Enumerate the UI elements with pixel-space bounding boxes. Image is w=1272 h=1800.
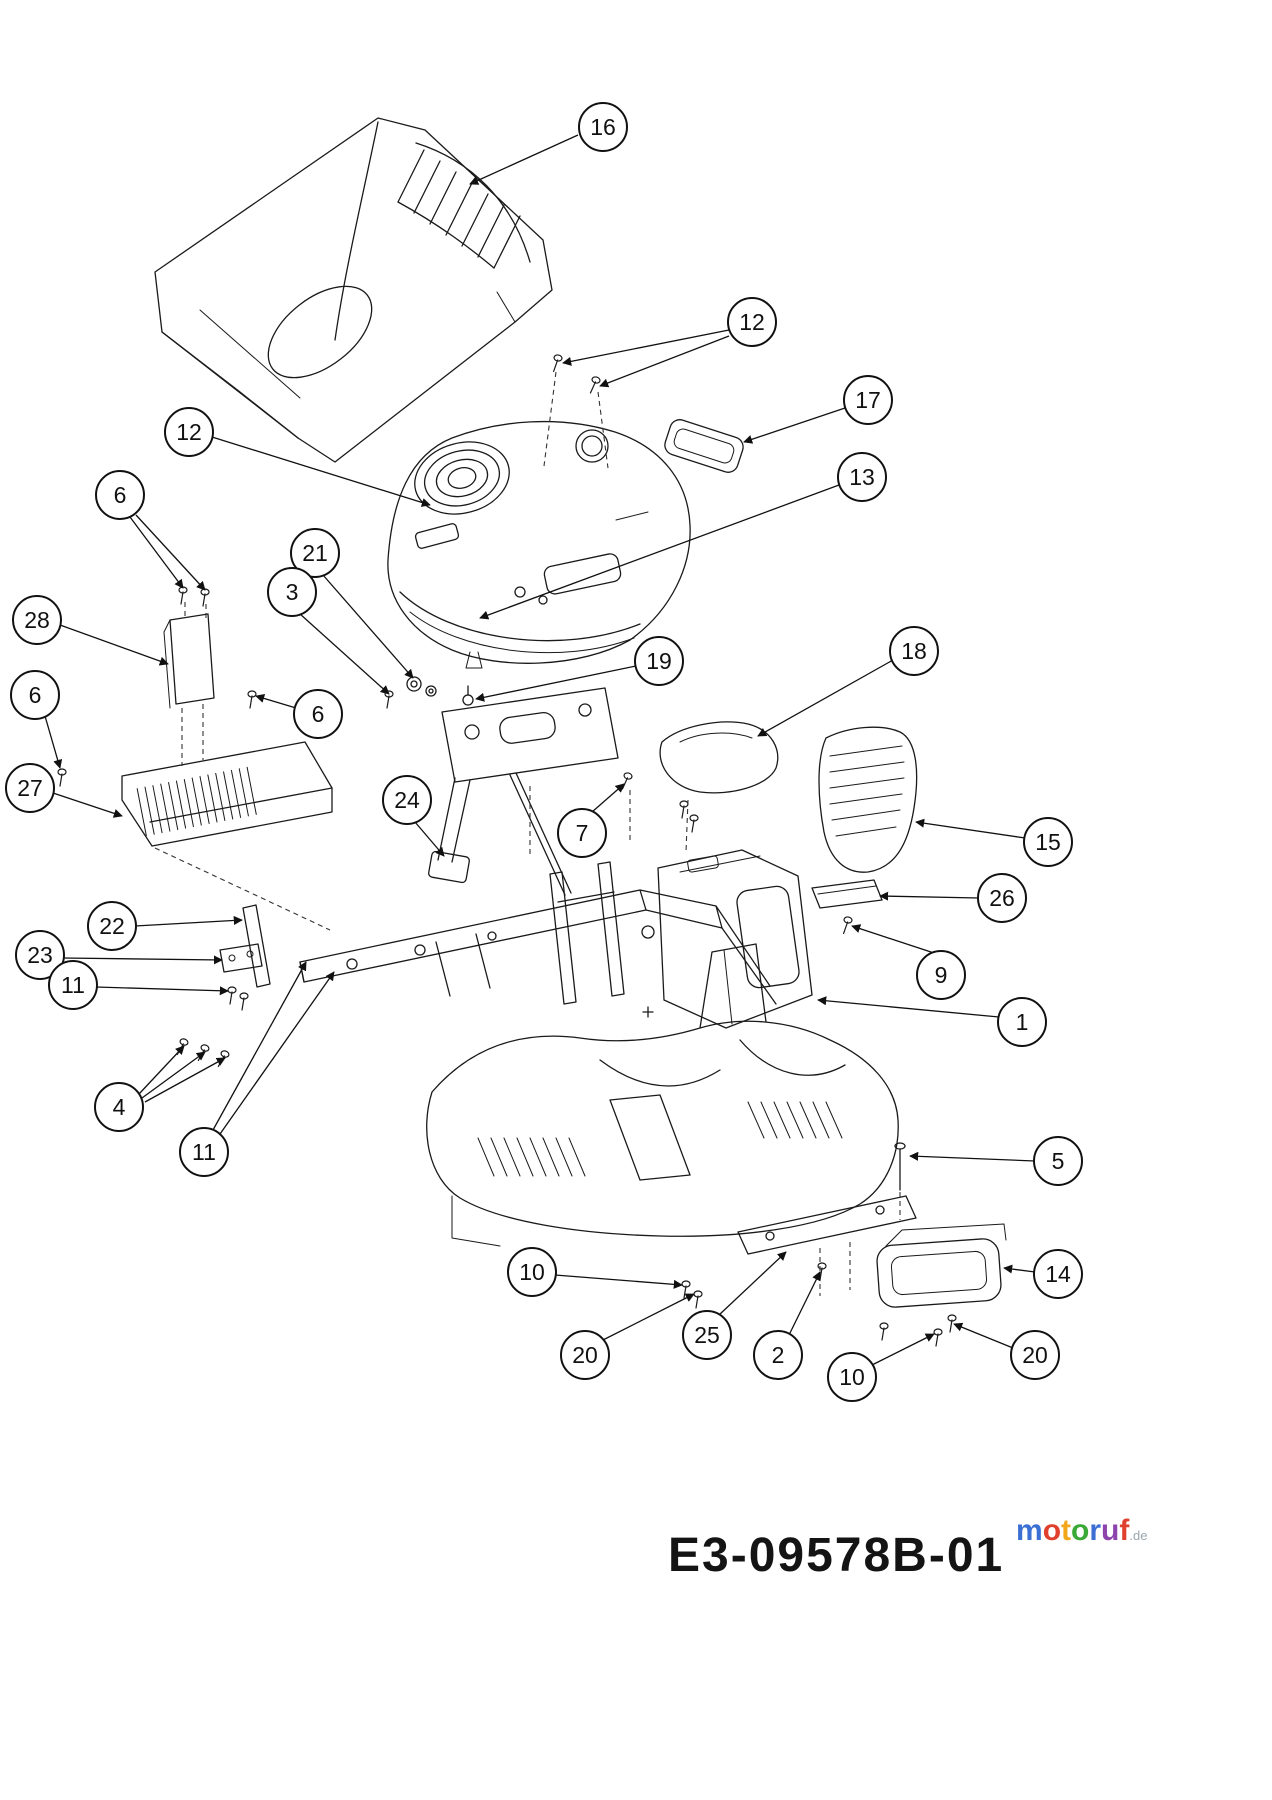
callout-17: 17 [843,375,893,425]
callout-13: 13 [837,452,887,502]
small-panel-part [664,419,744,473]
leader-line-18 [757,659,894,737]
watermark-letter: u [1101,1514,1120,1547]
callout-12: 12 [164,407,214,457]
callout-28: 28 [12,595,62,645]
watermark-letter: r [1089,1514,1102,1547]
leader-line-4 [141,1051,206,1099]
leader-lines [44,134,1036,1366]
callout-20: 20 [1010,1330,1060,1380]
console-part [657,849,813,1029]
part-number: E3-09578B-01 [668,1529,1005,1582]
leader-line-22 [134,915,243,927]
watermark-letter: o [1071,1514,1090,1547]
callout-15: 15 [1023,817,1073,867]
watermark-letter: t [1061,1514,1072,1547]
callout-5: 5 [1033,1136,1083,1186]
leader-line-6 [135,514,206,591]
callout-6: 6 [293,689,343,739]
leader-line-15 [915,818,1026,839]
watermark-letter: f [1119,1514,1130,1547]
bumper-part [876,1223,1007,1347]
leader-line-24 [414,821,445,857]
callout-1: 1 [997,997,1047,1047]
tank-dash-part [387,420,691,669]
watermark-letter: o [1042,1514,1062,1547]
callout-18: 18 [889,626,939,676]
frame-part [174,861,777,1070]
callout-24: 24 [382,775,432,825]
leader-line-9 [851,924,935,954]
callout-3: 3 [267,567,317,617]
callout-2: 2 [753,1330,803,1380]
leader-line-26 [879,891,980,901]
leader-line-6 [44,715,63,769]
callout-6: 6 [10,670,60,720]
callout-16: 16 [578,102,628,152]
leader-line-13 [479,484,840,620]
leader-line-27 [52,792,123,818]
callout-23: 23 [15,930,65,980]
leader-line-6 [129,516,184,589]
leader-line-28 [59,624,169,666]
leader-line-3 [299,613,390,695]
watermark-letters: motoruf [1016,1514,1129,1547]
watermark-suffix: .de [1129,1528,1148,1543]
leader-line-11 [219,971,335,1135]
seat-plate-part [428,685,619,896]
leader-line-20 [602,1293,695,1341]
lower-bracket-part [681,1142,917,1309]
leader-line-10 [871,1333,935,1366]
leader-line-10 [554,1274,683,1289]
leader-line-19 [475,665,637,702]
callout-10: 10 [827,1352,877,1402]
callout-20: 20 [560,1330,610,1380]
leader-line-6 [255,693,297,709]
leader-line-16 [469,134,579,185]
watermark: motoruf.de [1016,1514,1147,1548]
callout-6: 6 [95,470,145,520]
callout-19: 19 [634,636,684,686]
side-shield-part [818,726,918,873]
leader-line-25 [718,1251,787,1316]
leader-line-12 [599,335,730,388]
leader-line-7 [591,783,625,813]
leader-line-1 [817,996,1000,1018]
heat-shield-part [57,586,333,847]
callout-27: 27 [5,763,55,813]
leader-line-20 [953,1322,1014,1349]
leader-line-23 [62,955,223,965]
washers [384,676,437,709]
callout-22: 22 [87,901,137,951]
leader-line-2 [788,1271,821,1336]
console-cover-part [619,721,779,833]
callout-7: 7 [557,808,607,858]
leader-line-14 [1003,1264,1036,1274]
leader-line-5 [909,1151,1036,1162]
hood-part [154,117,553,463]
bracket-part [811,879,883,936]
callout-4: 4 [94,1082,144,1132]
leader-line-11 [212,961,307,1131]
leader-line-12 [562,329,730,366]
leader-line-12 [211,436,431,507]
callout-9: 9 [916,950,966,1000]
callout-12: 12 [727,297,777,347]
callout-26: 26 [977,873,1027,923]
leader-line-11 [95,986,229,996]
callout-10: 10 [507,1247,557,1297]
leader-line-4 [138,1045,185,1095]
callout-11: 11 [179,1127,229,1177]
chassis-part [426,1020,899,1247]
watermark-letter: m [1016,1514,1043,1547]
leader-line-21 [322,574,414,679]
callout-25: 25 [682,1310,732,1360]
leader-line-17 [743,407,846,444]
callout-14: 14 [1033,1249,1083,1299]
callout-11: 11 [48,960,98,1010]
assembly-dashed-lines [154,371,901,1296]
leader-line-4 [144,1057,226,1103]
